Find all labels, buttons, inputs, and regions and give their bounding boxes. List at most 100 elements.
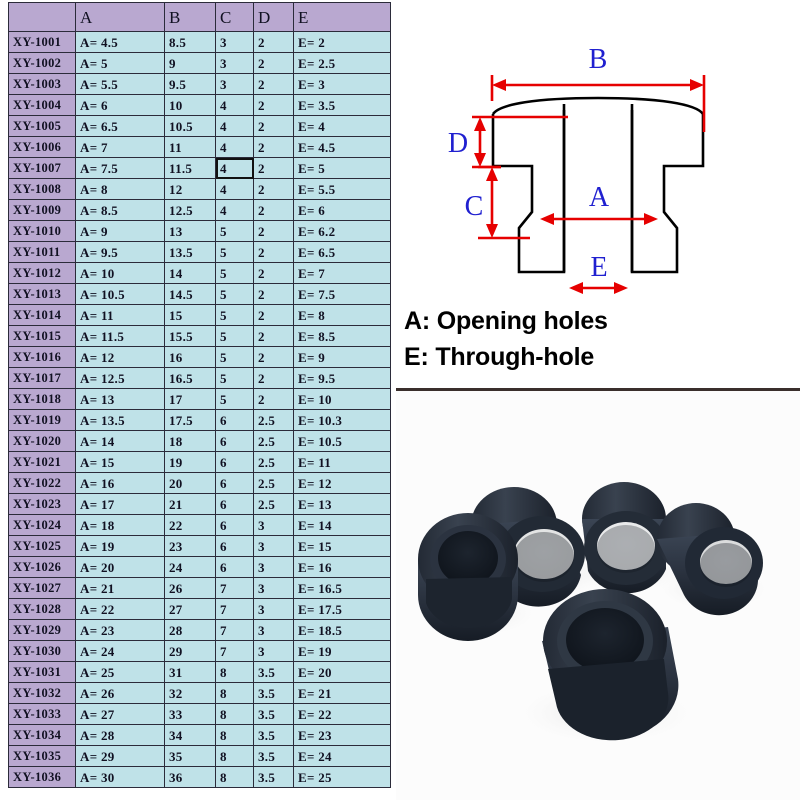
table-cell-d: 3 [253, 514, 294, 536]
table-cell-e: E= 15 [293, 535, 391, 557]
grommet-item [418, 513, 518, 641]
table-cell-a: A= 5 [75, 52, 165, 74]
table-cell-code: XY-1029 [8, 619, 76, 641]
table-cell-d: 3 [253, 556, 294, 578]
dimension-c [478, 165, 530, 240]
table-cell-d: 3.5 [253, 703, 294, 725]
table-cell-b: 10 [164, 94, 216, 116]
table-cell-c: 8 [215, 703, 254, 725]
table-cell-a: A= 27 [75, 703, 165, 725]
table-cell-b: 34 [164, 724, 216, 746]
table-cell-c: 6 [215, 451, 254, 473]
table-cell-code: XY-1011 [8, 241, 76, 263]
table-cell-code: XY-1006 [8, 136, 76, 158]
grommet-item [542, 589, 679, 741]
table-cell-d: 2 [253, 199, 294, 221]
table-cell-b: 26 [164, 577, 216, 599]
dimension-e [569, 282, 628, 294]
e-arrow-left [569, 282, 583, 294]
table-cell-c: 8 [215, 661, 254, 683]
table-cell-code: XY-1008 [8, 178, 76, 200]
table-cell-b: 12.5 [164, 199, 216, 221]
table-cell-c: 4 [215, 178, 254, 200]
table-cell-d: 2 [253, 304, 294, 326]
legend-through-hole: E: Through-hole [404, 343, 595, 371]
table-cell-a: A= 9.5 [75, 241, 165, 263]
dimension-label-c: C [465, 191, 484, 222]
table-cell-c: 6 [215, 514, 254, 536]
table-cell-b: 14 [164, 262, 216, 284]
table-cell-a: A= 11.5 [75, 325, 165, 347]
table-cell-e: E= 3 [293, 73, 391, 95]
table-cell-c: 8 [215, 766, 254, 788]
table-cell-d: 2 [253, 346, 294, 368]
table-cell-b: 19 [164, 451, 216, 473]
table-cell-a: A= 8.5 [75, 199, 165, 221]
dimension-label-e: E [590, 252, 607, 283]
table-cell-d: 3 [253, 598, 294, 620]
table-cell-e: E= 16.5 [293, 577, 391, 599]
table-cell-d: 3.5 [253, 682, 294, 704]
table-cell-b: 10.5 [164, 115, 216, 137]
d-arrow-bottom [474, 153, 486, 167]
table-cell-e: E= 6 [293, 199, 391, 221]
table-cell-d: 3 [253, 535, 294, 557]
table-cell-a: A= 6.5 [75, 115, 165, 137]
table-cell-e: E= 4.5 [293, 136, 391, 158]
table-cell-e: E= 13 [293, 493, 391, 515]
table-cell-code: XY-1020 [8, 430, 76, 452]
table-cell-b: 20 [164, 472, 216, 494]
b-arrow-left [492, 79, 506, 91]
table-cell-code: XY-1035 [8, 745, 76, 767]
table-cell-d: 3 [253, 577, 294, 599]
table-cell-a: A= 5.5 [75, 73, 165, 95]
table-cell-c: 5 [215, 241, 254, 263]
table-cell-c: 8 [215, 724, 254, 746]
table-cell-b: 27 [164, 598, 216, 620]
table-cell-b: 32 [164, 682, 216, 704]
table-cell-e: E= 12 [293, 472, 391, 494]
table-cell-b: 11 [164, 136, 216, 158]
table-cell-code: XY-1025 [8, 535, 76, 557]
table-cell-a: A= 4.5 [75, 31, 165, 53]
table-cell-e: E= 11 [293, 451, 391, 473]
table-cell-d: 2 [253, 388, 294, 410]
table-cell-d: 2 [253, 178, 294, 200]
table-cell-code: XY-1012 [8, 262, 76, 284]
table-cell-e: E= 7 [293, 262, 391, 284]
table-header-row: A B C D E [8, 2, 391, 32]
table-cell-d: 2 [253, 241, 294, 263]
grommet-item [657, 503, 763, 616]
table-cell-e: E= 3.5 [293, 94, 391, 116]
table-cell-e: E= 19 [293, 640, 391, 662]
table-cell-a: A= 12 [75, 346, 165, 368]
table-cell-a: A= 14 [75, 430, 165, 452]
table-cell-e: E= 9.5 [293, 367, 391, 389]
grommet-cross-section-drawing: B D C A [448, 44, 706, 294]
column-header-b: B [164, 2, 216, 32]
table-cell-c: 3 [215, 31, 254, 53]
table-cell-code: XY-1021 [8, 451, 76, 473]
table-cell-e: E= 5.5 [293, 178, 391, 200]
table-cell-a: A= 12.5 [75, 367, 165, 389]
column-header-c: C [215, 2, 254, 32]
table-cell-d: 3.5 [253, 766, 294, 788]
table-cell-code: XY-1010 [8, 220, 76, 242]
table-cell-d: 3.5 [253, 661, 294, 683]
table-cell-d: 2 [253, 136, 294, 158]
table-cell-code: XY-1004 [8, 94, 76, 116]
